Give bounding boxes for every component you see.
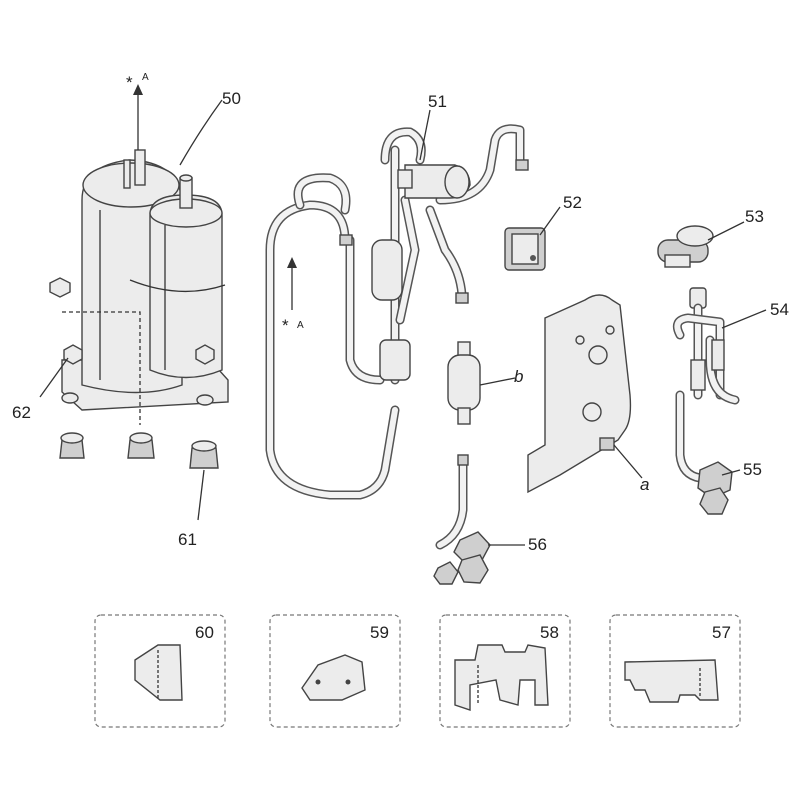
coil-53	[657, 225, 714, 268]
box-60	[94, 614, 226, 728]
rubber-mount-61	[59, 432, 219, 469]
callout-61: 61	[178, 530, 197, 549]
coil-52	[504, 227, 546, 271]
piping	[265, 124, 529, 500]
filter-b	[447, 341, 481, 425]
callout-50: 50	[222, 89, 241, 108]
callout-54: 54	[770, 300, 789, 319]
callout-52: 52	[563, 193, 582, 212]
callout-b: b	[514, 367, 523, 386]
star-marker-top-sub: A	[142, 72, 149, 83]
star-marker-top: *	[126, 73, 133, 92]
callout-53: 53	[745, 207, 764, 226]
service-valve-55	[675, 390, 733, 515]
compressor	[61, 149, 229, 425]
arrow-a-top	[133, 84, 143, 150]
leader-lines	[39, 99, 767, 546]
callout-55: 55	[743, 460, 762, 479]
nut-62	[49, 277, 215, 365]
valve-assembly-54	[672, 287, 740, 405]
box-59	[269, 614, 401, 728]
callout-a: a	[640, 475, 649, 494]
box-57	[609, 614, 741, 728]
callout-60: 60	[195, 623, 214, 642]
callout-51: 51	[428, 92, 447, 111]
callout-58: 58	[540, 623, 559, 642]
callout-56: 56	[528, 535, 547, 554]
callout-59: 59	[370, 623, 389, 642]
callout-62: 62	[12, 403, 31, 422]
box-58	[439, 614, 571, 728]
callout-57: 57	[712, 623, 731, 642]
four-way-valve-51	[397, 164, 471, 199]
service-valve-56	[433, 454, 491, 585]
star-marker-mid: *	[282, 316, 289, 335]
bracket-a	[527, 294, 632, 494]
arrow-a-mid	[287, 257, 297, 310]
star-marker-mid-sub: A	[297, 320, 304, 331]
